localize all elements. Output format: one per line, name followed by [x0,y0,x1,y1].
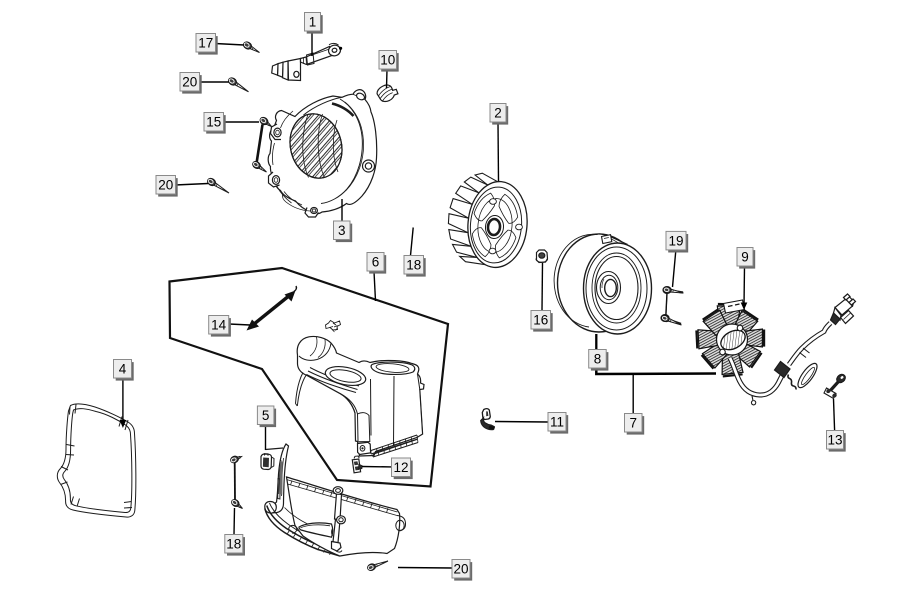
svg-text:14: 14 [211,318,227,333]
svg-text:8: 8 [594,352,602,367]
svg-text:20: 20 [158,178,173,193]
svg-text:11: 11 [550,415,564,430]
svg-text:17: 17 [198,36,213,51]
svg-text:10: 10 [380,53,395,68]
svg-text:13: 13 [827,433,842,448]
svg-text:1: 1 [309,15,317,30]
svg-text:4: 4 [119,362,127,377]
svg-text:18: 18 [226,537,241,552]
svg-text:9: 9 [741,250,749,265]
svg-text:16: 16 [533,313,548,328]
svg-text:5: 5 [262,408,270,423]
svg-text:7: 7 [629,416,637,431]
svg-text:6: 6 [372,255,380,270]
svg-text:3: 3 [338,223,346,238]
svg-text:12: 12 [393,460,408,475]
svg-text:20: 20 [453,562,468,577]
svg-text:20: 20 [182,75,197,90]
svg-text:2: 2 [494,106,502,121]
svg-text:15: 15 [206,115,221,130]
svg-text:19: 19 [668,234,683,249]
svg-text:18: 18 [406,258,421,273]
